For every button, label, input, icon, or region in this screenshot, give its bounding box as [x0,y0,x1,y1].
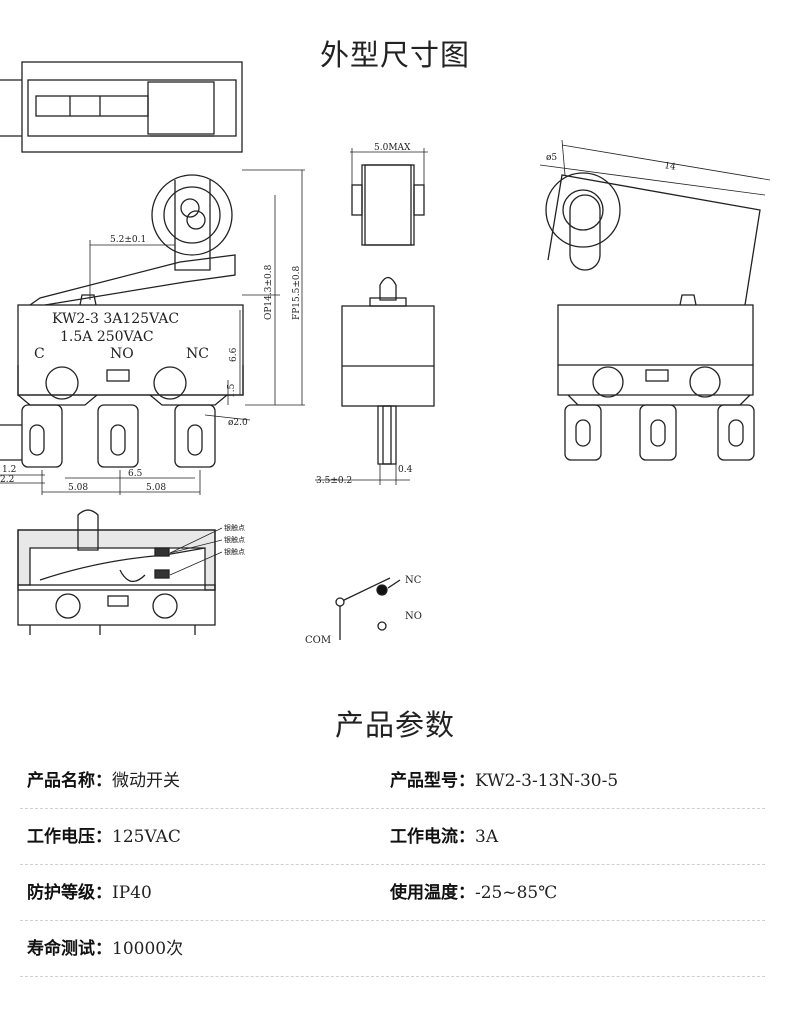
dim-op: OP14.3±0.8 [264,264,274,320]
param-value: -25~85℃ [475,883,558,903]
dim-6-6: 6.6 [229,347,239,362]
dim-phi5: ø5 [546,153,557,163]
param-row: 防护等级：IP40 使用温度：-25~85℃ [20,864,765,921]
param-working-current: 工作电流：3A [390,822,498,847]
param-label: 产品名称： [27,771,112,791]
dim-3-5: 3.5±0.2 [316,476,352,486]
dim-5-2: 5.2±0.1 [110,235,146,245]
dim-6-5: 6.5 [128,469,143,479]
param-working-voltage: 工作电压：125VAC [27,822,181,847]
pin-label-c: C [34,346,45,362]
params-title: 产品参数 [334,708,455,742]
param-value: IP40 [112,883,152,903]
contact-label-a: 银触点 [224,523,245,532]
switch-schematic [335,577,401,640]
param-value: 10000次 [112,939,184,959]
param-product-model: 产品型号：KW2-3-13N-30-5 [390,766,618,791]
model-line-2: 1.5A 250VAC [60,329,154,345]
param-label: 防护等级： [27,883,112,903]
dim-fp: FP15.5±0.8 [292,266,302,320]
contact-label-c: 银触点 [224,547,245,556]
param-value: 微动开关 [112,771,180,791]
param-row: 工作电压：125VAC 工作电流：3A [20,808,765,865]
param-product-name: 产品名称：微动开关 [27,766,180,791]
front-view-drawing [0,169,305,495]
dim-5-08-left: 5.08 [68,483,88,493]
dim-hole: ø2.0 [228,418,248,428]
dimension-title: 外型尺寸图 [319,38,470,72]
top-view-drawing [0,61,243,153]
param-row: 寿命测试：10000次 [20,920,765,977]
schematic-nc: NC [405,575,422,586]
param-label: 寿命测试： [27,939,112,959]
dim-5-0max: 5.0MAX [374,143,411,153]
model-line-1: KW2-3 3A125VAC [52,311,179,327]
dim-2-2: 2.2 [0,475,14,485]
schematic-no: NO [405,611,422,622]
dimension-drawings: KW2-3 3A125VAC 1.5A 250VAC C NO NC 5.2±0… [0,61,771,646]
contact-label-b: 银触点 [224,535,245,544]
dim-5-08-right: 5.08 [146,483,166,493]
param-value: 125VAC [112,827,181,847]
dim-14: 14 [664,161,677,173]
pin-label-no: NO [110,346,134,362]
side-view-drawing [315,148,435,485]
param-row: 产品名称：微动开关 产品型号：KW2-3-13N-30-5 [20,752,765,809]
pin-label-nc: NC [186,346,209,362]
param-value: KW2-3-13N-30-5 [475,771,619,791]
dim-0-4: 0.4 [398,465,413,475]
schematic-com: COM [305,635,331,646]
cross-section-drawing [17,509,223,635]
param-label: 工作电流： [390,827,475,847]
param-label: 使用温度： [390,883,475,903]
param-temperature: 使用温度：-25~85℃ [390,878,557,903]
param-value: 3A [475,827,499,847]
param-life-test: 寿命测试：10000次 [27,934,183,959]
dim-1-2: 1.2 [2,465,16,475]
dim-1-5: 1.5 [227,383,237,398]
rear-view-drawing [539,139,771,461]
param-label: 工作电压： [27,827,112,847]
param-protection-level: 防护等级：IP40 [27,878,152,903]
param-label: 产品型号： [390,771,475,791]
